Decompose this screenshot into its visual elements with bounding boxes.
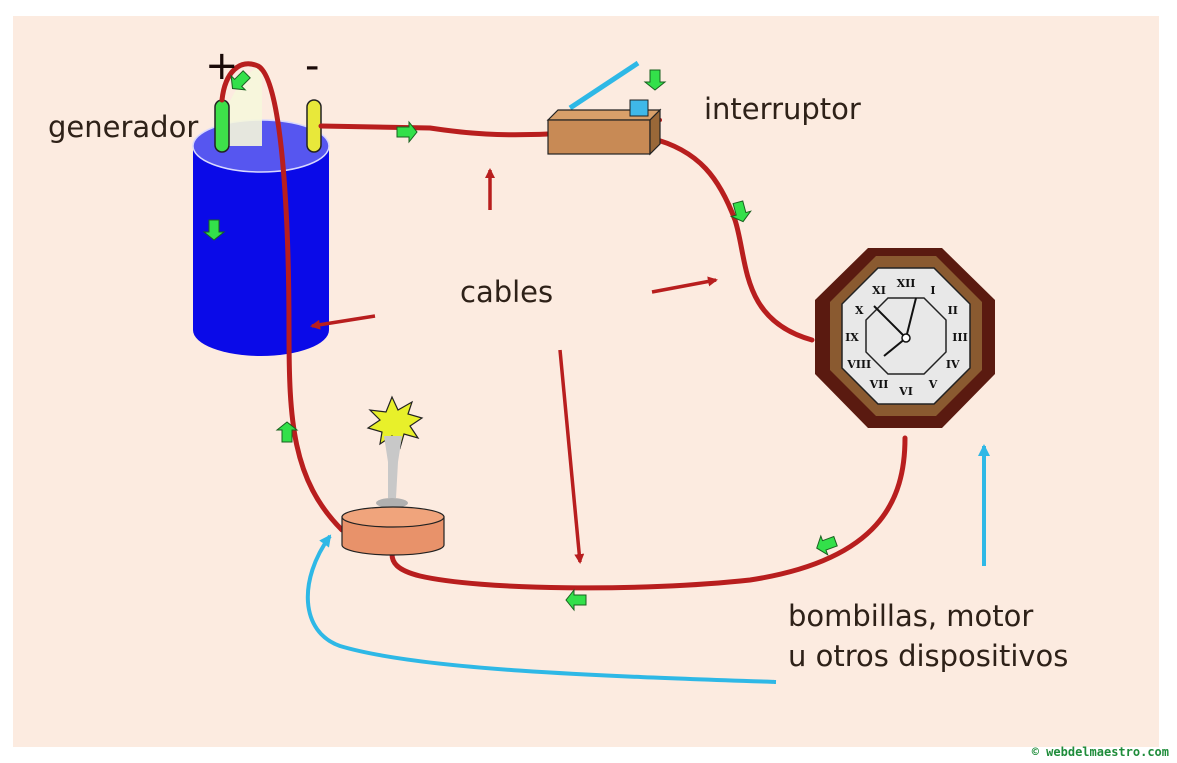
wire-generator-to-bulb: [219, 61, 345, 533]
clock-numeral: VII: [869, 378, 889, 391]
switch-label: interruptor: [704, 92, 861, 126]
wire-switch-to-clock: [647, 135, 815, 343]
positive-sign: +: [205, 43, 239, 89]
generator-label: generador: [48, 110, 199, 144]
bulb-device: [341, 395, 445, 556]
clock-numeral: II: [948, 304, 958, 317]
negative-sign: -: [305, 43, 320, 89]
wire-generator-to-switch: [318, 123, 551, 138]
current-arrow-3: [816, 534, 838, 556]
current-arrow-7: [230, 70, 251, 91]
clock-numeral: VIII: [846, 358, 871, 371]
clock-numeral: VI: [898, 385, 913, 398]
current-arrow-2: [729, 200, 752, 223]
clock-numeral: X: [855, 304, 864, 317]
current-arrow-6: [202, 219, 226, 241]
device-pointers: [305, 444, 990, 684]
current-arrows: [202, 69, 838, 612]
clock-numeral: I: [930, 284, 935, 297]
pointer-arrow-bulb: [305, 534, 777, 684]
current-arrow-4: [565, 588, 587, 612]
clock-numeral: XI: [872, 284, 886, 297]
current-arrow-1: [396, 120, 418, 144]
wires: [219, 61, 908, 591]
pointer-arrow-down: [558, 349, 585, 564]
cables-label: cables: [460, 275, 554, 309]
devices-label-line2: u otros dispositivos: [788, 639, 1069, 673]
wire-clock-to-bulb: [389, 435, 908, 591]
pointer-arrow-left: [310, 314, 376, 330]
current-arrow-5: [275, 421, 299, 443]
cable-pointers: [310, 168, 718, 564]
clock-numeral: III: [952, 331, 967, 344]
generator: [192, 66, 330, 356]
switch: [546, 60, 662, 156]
copyright-notice: © webdelmaestro.com: [1031, 745, 1169, 759]
current-arrow-8: [643, 69, 667, 91]
pointer-arrow-right: [651, 276, 718, 294]
clock-numeral: XII: [897, 277, 916, 290]
devices-label-line1: bombillas, motor: [788, 599, 1034, 633]
clock-numeral: V: [928, 378, 938, 391]
clock-device: [815, 248, 995, 428]
clock-numeral: IV: [946, 358, 960, 371]
clock-numeral: IX: [845, 331, 859, 344]
positive-terminal: [214, 99, 230, 153]
